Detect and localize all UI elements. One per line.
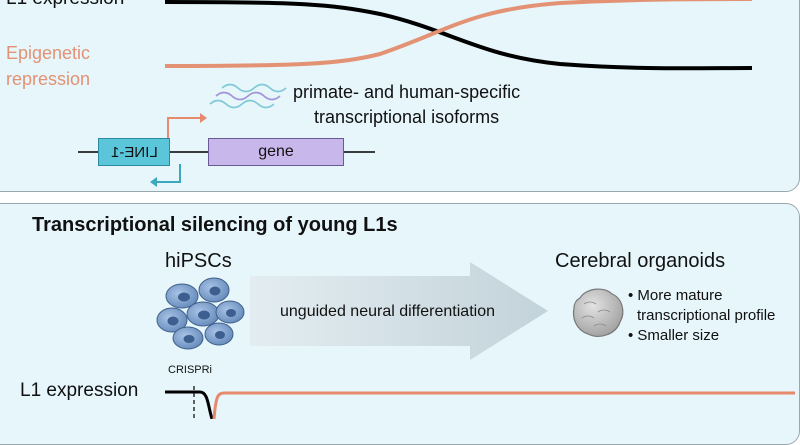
hipsc-nuclei (167, 286, 236, 343)
antisense-promoter-arrow (156, 164, 181, 183)
antisense-arrow-head (150, 177, 157, 187)
gene-box: gene (208, 138, 344, 166)
l1-expression-curve (164, 0, 753, 71)
organoid-icon (572, 288, 624, 337)
feature-item: transcriptional profile (637, 307, 776, 324)
line1-box-label: LINE-1 (110, 143, 158, 161)
isoform-label-line2: transcriptional isoforms (314, 107, 500, 127)
epigenetic-repression-curve (164, 0, 753, 68)
isoform-label-line1: primate- and human-specific (293, 82, 521, 102)
control-l1-curve (212, 391, 795, 419)
hipscs-label: hiPSCs (165, 250, 232, 272)
diagram-graphics (78, 0, 795, 419)
feature-item: • More mature (628, 287, 723, 304)
epigenetic-label-line2: repression (6, 69, 91, 89)
sense-promoter-arrow (167, 117, 200, 138)
gene-box-label: gene (258, 143, 294, 160)
organoid-features-list: • More mature transcriptional profile • … (628, 286, 775, 346)
organoid-texture (581, 301, 611, 327)
differentiation-label: unguided neural differentiation (280, 303, 495, 320)
epigenetic-repression-label: Epigenetic repression (6, 40, 90, 92)
feature-item: • Smaller size (628, 327, 720, 344)
l1-expression-label-bottom: L1 expression (20, 380, 139, 401)
line1-element-box: LINE-1 (98, 138, 170, 166)
l1-expression-label: L1 expression (6, 0, 124, 10)
differentiation-arrow (250, 262, 548, 360)
isoform-label: primate- and human-specific transcriptio… (293, 80, 520, 130)
transcript-squiggles (209, 83, 287, 109)
section-title: Transcriptional silencing of young L1s (32, 214, 398, 236)
sense-arrow-head (200, 113, 207, 123)
crispri-label: CRISPRi (168, 364, 213, 376)
l1-knockdown-curve (165, 390, 214, 419)
organoids-label: Cerebral organoids (555, 250, 726, 272)
epigenetic-label-line1: Epigenetic (6, 43, 91, 63)
